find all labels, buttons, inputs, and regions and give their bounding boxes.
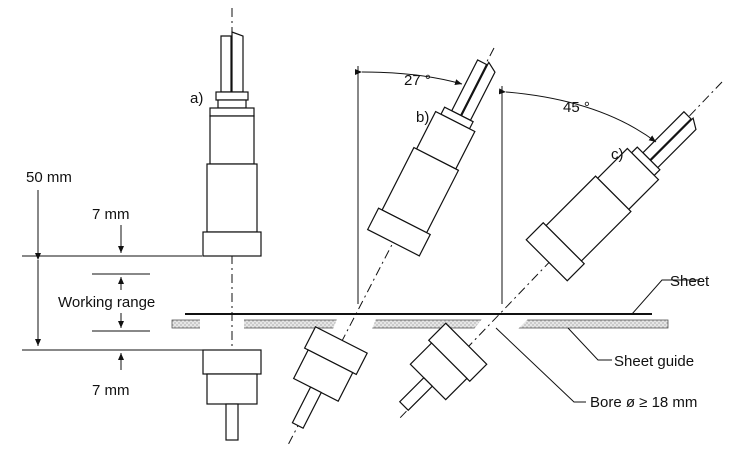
label-c: c) (611, 146, 624, 163)
label-50mm: 50 mm (26, 169, 72, 186)
label-bore: Bore ø ≥ 18 mm (590, 394, 697, 411)
label-7mm-bottom: 7 mm (92, 382, 130, 399)
label-angle-c: 45 ° (563, 99, 590, 116)
label-b: b) (416, 109, 429, 126)
label-angle-b: 27 ° (404, 72, 431, 89)
sensor-b-bottom (291, 325, 368, 429)
angle-arc-b (354, 68, 463, 85)
angle-arc-c (498, 88, 657, 143)
sensor-c-top (525, 110, 697, 282)
label-sheet: Sheet (670, 273, 710, 290)
label-a: a) (190, 90, 203, 107)
sensor-a-bottom (202, 349, 262, 441)
sensor-a-top (202, 31, 262, 257)
sensor-b-top (366, 59, 496, 257)
axis-b (287, 47, 495, 446)
leader-sheet (631, 279, 700, 315)
label-working-range: Working range (58, 294, 155, 311)
sensor-c-bottom (398, 322, 488, 412)
leader-sheet-guide (567, 327, 612, 361)
sheet-guide (171, 319, 669, 329)
label-sheet-guide: Sheet guide (614, 353, 694, 370)
label-7mm-top: 7 mm (92, 206, 130, 223)
leader-bore (495, 327, 586, 403)
